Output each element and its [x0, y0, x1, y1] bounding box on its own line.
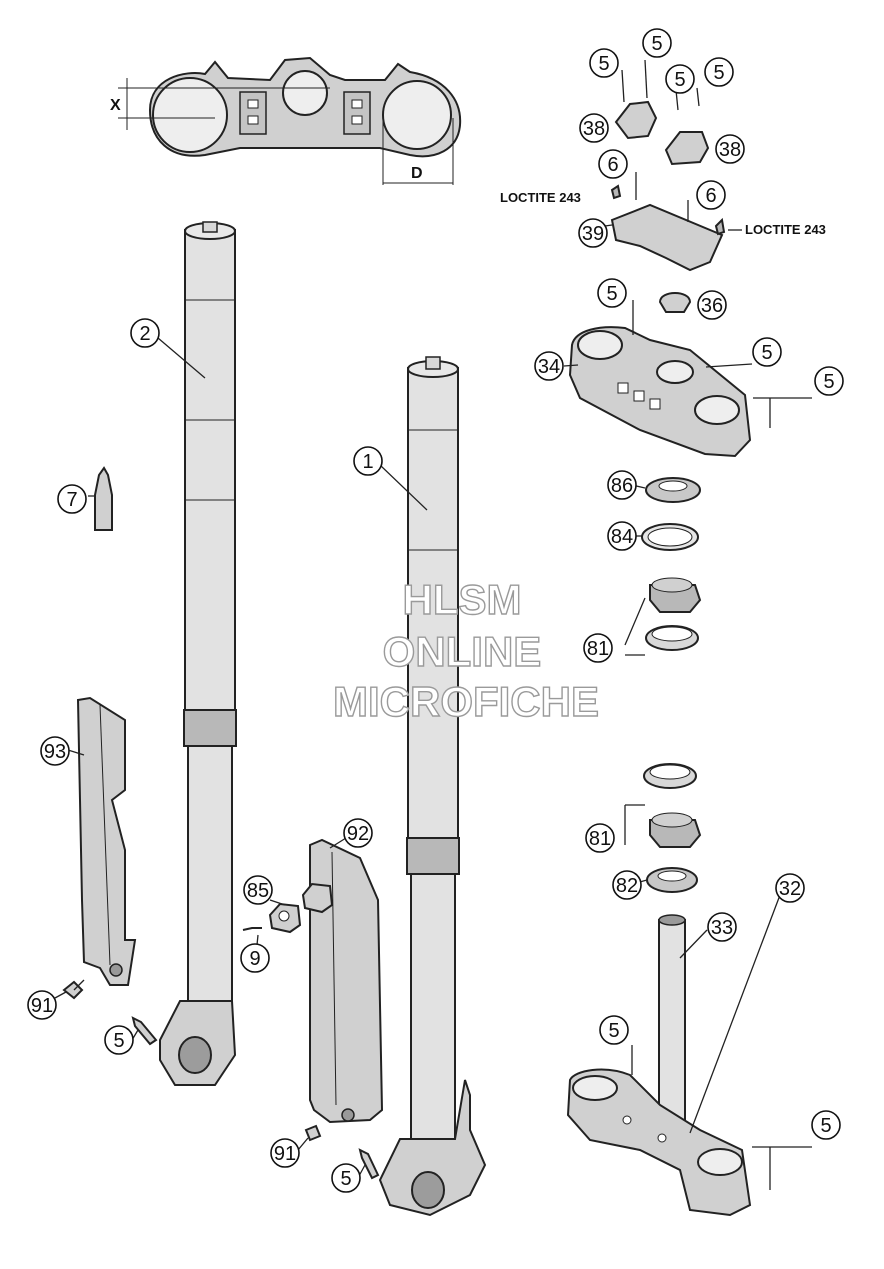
- svg-text:7: 7: [66, 489, 77, 511]
- svg-text:33: 33: [711, 917, 733, 939]
- callout-2: 2: [130, 318, 160, 348]
- svg-text:93: 93: [44, 741, 66, 763]
- svg-text:32: 32: [779, 878, 801, 900]
- callout-39: 39: [578, 218, 608, 248]
- callout-6a: 6: [598, 149, 628, 179]
- callout-91b: 91: [270, 1138, 300, 1168]
- loctite-label-right: LOCTITE 243: [745, 222, 826, 237]
- svg-text:5: 5: [674, 69, 685, 91]
- svg-text:5: 5: [761, 342, 772, 364]
- callout-5h: 5: [104, 1025, 134, 1055]
- dimension-d-label: D: [411, 165, 423, 182]
- callout-9: 9: [240, 943, 270, 973]
- part-93-fork-guard: [76, 696, 137, 986]
- dimension-x-label: X: [110, 97, 121, 114]
- svg-text:5: 5: [113, 1030, 124, 1052]
- svg-text:84: 84: [611, 526, 633, 548]
- steering-bearing-parts-lower: [624, 763, 702, 893]
- svg-text:5: 5: [820, 1115, 831, 1137]
- watermark-line-3: MICROFICHE: [333, 678, 599, 725]
- svg-text:39: 39: [582, 223, 604, 245]
- watermark: HLSM ONLINE MICROFICHE: [332, 575, 599, 725]
- watermark-line-2: ONLINE: [383, 628, 542, 675]
- callout-5d: 5: [704, 57, 734, 87]
- svg-text:5: 5: [598, 53, 609, 75]
- callout-38b: 38: [715, 134, 745, 164]
- svg-text:81: 81: [589, 828, 611, 850]
- svg-text:91: 91: [274, 1143, 296, 1165]
- top-clamp-dimension-view: X D: [110, 56, 462, 185]
- callout-85: 85: [243, 875, 273, 905]
- svg-text:5: 5: [606, 283, 617, 305]
- steering-bearing-parts-upper: [624, 477, 702, 656]
- part-34-upper-triple-clamp: [568, 292, 812, 458]
- part-39-clamp-bracket: [610, 172, 726, 272]
- svg-text:1: 1: [362, 451, 373, 473]
- part-7-grease-tube: [94, 466, 113, 531]
- svg-text:5: 5: [608, 1020, 619, 1042]
- svg-text:6: 6: [705, 185, 716, 207]
- callout-91a: 91: [27, 990, 57, 1020]
- svg-text:38: 38: [583, 118, 605, 140]
- callout-5k: 5: [811, 1110, 841, 1140]
- callout-5a: 5: [589, 48, 619, 78]
- svg-text:86: 86: [611, 475, 633, 497]
- part-32-lower-triple-clamp: [566, 894, 812, 1217]
- svg-text:81: 81: [587, 638, 609, 660]
- callout-33: 33: [707, 912, 737, 942]
- callout-93: 93: [40, 736, 70, 766]
- svg-text:5: 5: [713, 62, 724, 84]
- svg-text:5: 5: [823, 371, 834, 393]
- callout-5g: 5: [814, 366, 844, 396]
- callout-34: 34: [534, 351, 564, 381]
- callout-5b: 5: [642, 28, 672, 58]
- svg-text:36: 36: [701, 295, 723, 317]
- callout-5c: 5: [665, 64, 695, 94]
- svg-text:82: 82: [616, 875, 638, 897]
- svg-text:9: 9: [249, 948, 260, 970]
- svg-text:5: 5: [340, 1168, 351, 1190]
- svg-text:34: 34: [538, 356, 560, 378]
- callout-84: 84: [607, 521, 637, 551]
- svg-text:5: 5: [651, 33, 662, 55]
- callout-81a: 81: [583, 633, 613, 663]
- loctite-label-left: LOCTITE 243: [500, 190, 581, 205]
- callout-5f: 5: [752, 337, 782, 367]
- handlebar-clamps-38: [614, 59, 710, 166]
- svg-text:91: 91: [31, 995, 53, 1017]
- callout-36: 36: [697, 290, 727, 320]
- callout-38a: 38: [579, 113, 609, 143]
- svg-text:6: 6: [607, 154, 618, 176]
- watermark-line-1: HLSM: [403, 576, 522, 623]
- callout-32: 32: [775, 873, 805, 903]
- fork-leg-2: [159, 221, 237, 1086]
- fork-leg-1: [378, 356, 487, 1217]
- callout-86: 86: [607, 470, 637, 500]
- part-92-fork-guard: [309, 838, 384, 1124]
- svg-text:38: 38: [719, 139, 741, 161]
- small-bolts-left: [62, 927, 380, 1180]
- callout-82: 82: [612, 870, 642, 900]
- callout-7: 7: [57, 484, 87, 514]
- callout-81b: 81: [585, 823, 615, 853]
- svg-text:92: 92: [347, 823, 369, 845]
- callout-1: 1: [353, 446, 383, 476]
- svg-text:2: 2: [139, 323, 150, 345]
- callout-5j: 5: [599, 1015, 629, 1045]
- svg-text:85: 85: [247, 880, 269, 902]
- callout-5e: 5: [597, 278, 627, 308]
- part-85-clamp: [268, 882, 334, 934]
- callout-5i: 5: [331, 1163, 361, 1193]
- callout-92: 92: [343, 818, 373, 848]
- callout-6b: 6: [696, 180, 726, 210]
